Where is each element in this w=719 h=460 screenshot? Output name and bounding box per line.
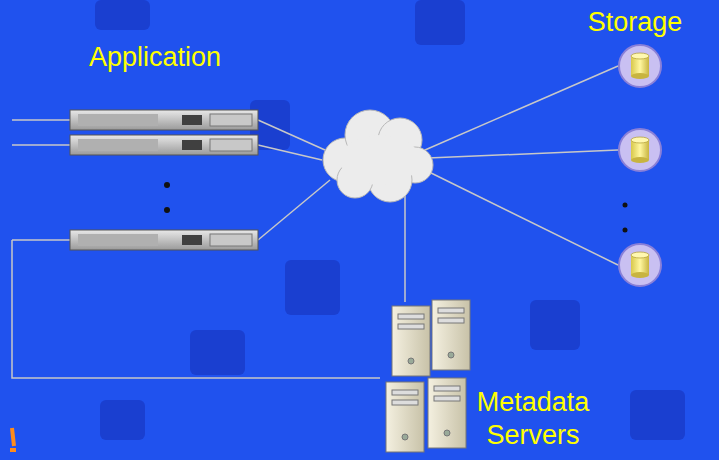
network-cloud [323,110,433,202]
storage-disk [619,45,661,286]
group-label: Application [48,41,262,74]
group-label: Storage [560,6,710,39]
application-server [70,110,258,250]
group-label: Metadata Servers [466,386,600,452]
application-group: Application [12,35,264,255]
storage-group: Storage [560,0,712,290]
metadata-server [386,300,470,452]
network-wire [12,66,618,302]
network-link [12,240,380,378]
corner-mark [10,428,16,450]
metadata-server-group: Metadata Servers [380,298,602,458]
